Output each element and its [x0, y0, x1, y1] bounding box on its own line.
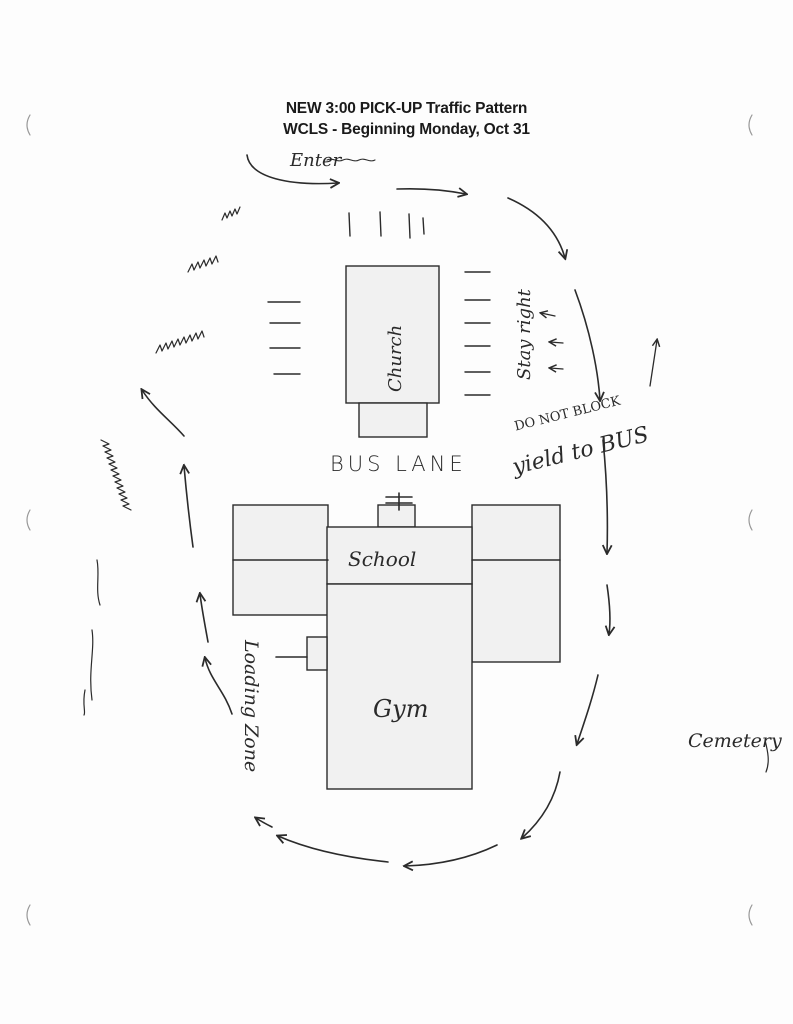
gym-label: Gym	[373, 695, 429, 723]
church-annex	[358, 402, 428, 438]
binder-hole-marks	[26, 114, 753, 926]
parking-stripes	[267, 211, 491, 396]
connector-steps	[385, 492, 413, 511]
school-connector	[377, 504, 416, 528]
loading-dock	[306, 636, 328, 671]
enter-label: Enter	[290, 150, 342, 171]
tree-scribbles	[83, 206, 241, 716]
bus-lane-label: BUS LANE	[330, 452, 467, 476]
traffic-arrows	[142, 154, 610, 866]
church-label: Church	[385, 324, 406, 392]
enter-underline	[326, 158, 376, 162]
title-line-1: NEW 3:00 PICK-UP Traffic Pattern	[285, 100, 528, 117]
cemetery-label: Cemetery	[688, 730, 782, 752]
cemetery-hook	[764, 739, 769, 773]
stay-right-label: Stay right	[514, 289, 535, 380]
stay-right-arrows	[541, 313, 657, 387]
loading-zone-label: Loading Zone	[240, 640, 262, 773]
school-right-wing	[471, 504, 561, 663]
gym-building	[326, 583, 473, 790]
title-line-2: WCLS - Beginning Monday, Oct 31	[283, 121, 530, 138]
school-center	[326, 526, 473, 585]
school-label: School	[348, 547, 417, 571]
